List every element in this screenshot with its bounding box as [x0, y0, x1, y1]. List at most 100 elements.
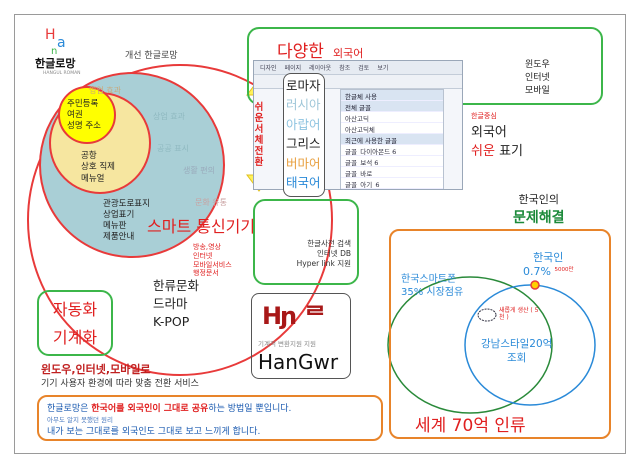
font-list-item[interactable]: 글꼴_바로 — [341, 167, 443, 178]
venn-smartphone-label: 한국스마트폰 35% 시장점유 — [401, 273, 463, 299]
diverse-small: 외국어 — [333, 47, 364, 60]
label-internet: 인터넷 — [193, 251, 213, 260]
label-kpop: K-POP — [153, 314, 190, 330]
svg-text:ᄅ: ᄅ — [304, 302, 326, 330]
font-list-item[interactable]: 아산고딕체 — [341, 123, 443, 134]
font-list: 한글체 사용 전체 글꼴 아산고딕 아산고딕체 최근에 사용한 글꼴 글꼴_다이… — [340, 89, 444, 189]
label-admin-docs: 행정문서 — [193, 269, 219, 278]
font-list-item[interactable]: 한글체 사용 — [341, 90, 443, 101]
koreans-head: 한국인의 — [518, 193, 559, 206]
ghost-label-3: 공공 표시 — [157, 144, 189, 153]
ghost-label-4: 생활 편의 — [183, 166, 215, 175]
yellow-circle — [58, 86, 116, 144]
footer-box: 한글로망은 한국어를 외국인이 그대로 공유하는 방법일 뿐입니다. 아무도 알… — [37, 395, 383, 441]
venn-new-production: 새롭게 생산 ( 5천 ) — [499, 307, 539, 321]
menu-design[interactable]: 디자인 — [260, 65, 277, 72]
logo: H a n 한글로망 HANGUL ROMAN — [35, 25, 85, 76]
easy-font-conversion-label: 쉬운서체전환 — [253, 102, 265, 169]
svg-text:n: n — [51, 46, 57, 55]
os-conversion-title: 윈도우,인터넷,모바일로 — [41, 363, 151, 376]
venn-gangnam-1: 강남스타일20억 — [481, 338, 553, 350]
venn-smartphone-1: 한국스마트폰 — [401, 274, 457, 285]
label-passport: 여권 — [67, 110, 83, 121]
font-list-item[interactable]: 전체 글꼴 — [341, 101, 443, 112]
os-internet: 인터넷 — [525, 73, 550, 84]
font-list-item[interactable]: 최근에 사용한 글꼴 — [341, 134, 443, 145]
logo-mark-icon: H a n — [45, 27, 66, 55]
label-mechanization: 기계화 — [52, 328, 98, 347]
easy-notation-label: 쉬운 표기 — [471, 140, 523, 159]
script-roman: 로마자 — [286, 78, 321, 93]
venn-korean: 한국인 — [533, 251, 564, 264]
foreign-script-column: 로마자 러시아 아랍어 그리스 버마어 태국어 — [283, 73, 325, 197]
label-name-address: 성명 주소 — [67, 121, 101, 132]
menu-reference[interactable]: 참조 — [339, 65, 351, 72]
label-commercial-notation: 상업표기 — [103, 210, 135, 221]
font-list-item[interactable]: 아산고딕 — [341, 112, 443, 123]
world-venn-box — [389, 229, 611, 439]
window-menu-bar: 디자인 페이지 레이아웃 참조 검토 보기 — [254, 61, 462, 75]
venn-smartphone-circle — [387, 276, 553, 414]
hangwr-logo-icon: H ɲ ᄅ — [262, 302, 326, 330]
venn-new-production-text: 새롭게 생산 ( 5천 ) — [499, 307, 539, 322]
venn-korean-pct-value: 0.7% — [523, 265, 551, 278]
venn-korean-label: 한국인 0.7% 5000만 — [523, 249, 574, 278]
os-list: 윈도우 인터넷 모바일 — [525, 59, 550, 98]
diverse-big: 다양한 — [277, 42, 324, 62]
blue-circle-labels: 관광도로표지 상업표기 메뉴판 제품안내 — [103, 199, 150, 243]
svg-text:H: H — [262, 302, 282, 330]
foreign-easy-label: 한글중심 외국어 쉬운 표기 — [471, 111, 523, 159]
label-product-guide: 제품안내 — [103, 232, 135, 243]
font-list-item[interactable]: 글꼴_아기_6 — [341, 178, 443, 189]
os-mobile: 모바일 — [525, 86, 550, 97]
problem-solving: 문제해결 — [513, 210, 565, 226]
svg-text:H: H — [45, 27, 56, 43]
font-list-item[interactable]: 글꼴_보석 6 — [341, 156, 443, 167]
hangwr-name: HanGwr — [258, 350, 339, 374]
hangul-centered-note: 한글중심 — [471, 112, 497, 120]
label-mobile-service: 모바일서비스 — [193, 260, 232, 269]
yellow-circle-labels: 주민등록 여권 성명 주소 — [67, 99, 101, 132]
venn-world-label: 세계 70억 인류 — [415, 416, 526, 436]
menu-layout[interactable]: 레이아웃 — [309, 65, 332, 72]
menu-page[interactable]: 페이지 — [284, 65, 302, 72]
script-burmese: 버마어 — [286, 155, 321, 171]
label-broadcast: 방송,영상 — [193, 243, 221, 251]
foreign-language-label: 외국어 — [471, 125, 507, 140]
menu-review[interactable]: 검토 — [358, 65, 370, 72]
venn-korean-note: 5000만 — [554, 267, 574, 273]
svg-text:a: a — [57, 35, 66, 51]
top-label: 개선 한글로망 — [125, 51, 178, 61]
hallyu-labels: 한류문화 드라마 K-POP — [153, 277, 199, 331]
search-support-box: 한글사전 검색 인터넷 DB Hyper link 지원 — [253, 199, 359, 285]
hangwr-box: H ɲ ᄅ 기계적 변환지원 지원 HanGwr — [251, 293, 351, 379]
label-business-title: 상호 직제 — [81, 162, 115, 173]
venn-gangnam-2: 조회 — [507, 352, 527, 365]
logo-subtitle: HANGUL ROMAN — [43, 71, 81, 76]
footer-line-1b: 한국어를 외국인이 그대로 공유 — [91, 404, 209, 414]
logo-title: 한글로망 — [35, 57, 76, 70]
search-dictionary: 한글사전 검색 — [307, 239, 351, 248]
easy-word: 쉬운 — [471, 144, 495, 159]
os-conversion-desc: 기기 사용자 환경에 따라 맞춤 전환 서비스 — [41, 379, 199, 389]
label-automation: 자동화 — [52, 300, 98, 319]
label-menu-board: 메뉴판 — [103, 221, 127, 232]
notation-word: 표기 — [499, 144, 523, 159]
easy-font-conversion-text: 쉬운서체전환 — [254, 102, 264, 168]
script-thai: 태국어 — [286, 174, 321, 190]
font-list-item[interactable]: 글꼴_다이아몬드 6 — [341, 145, 443, 156]
script-russian: 러시아 — [286, 97, 321, 113]
footer-line-3: 내가 보는 그대로를 외국인도 그대로 보고 느끼게 합니다. — [47, 427, 261, 437]
footer-line-2: 아무도 알지 못했던 원리 — [47, 416, 113, 424]
search-hyperlink: Hyper link 지원 — [296, 259, 351, 269]
footer-line-1a: 한글로망은 — [47, 404, 92, 414]
ghost-label-5: 문화 유통 — [195, 198, 227, 207]
automation-box: 자동화 기계화 — [37, 290, 113, 356]
label-tour-road-signs: 관광도로표지 — [103, 199, 150, 209]
menu-view[interactable]: 보기 — [377, 65, 389, 72]
label-hallyu: 한류문화 — [153, 278, 200, 293]
script-arabic: 아랍어 — [286, 116, 321, 132]
os-windows: 윈도우 — [525, 60, 550, 70]
label-manual: 메뉴얼 — [81, 173, 105, 184]
media-services-list: 방송,영상 인터넷 모바일서비스 행정문서 — [193, 243, 232, 278]
